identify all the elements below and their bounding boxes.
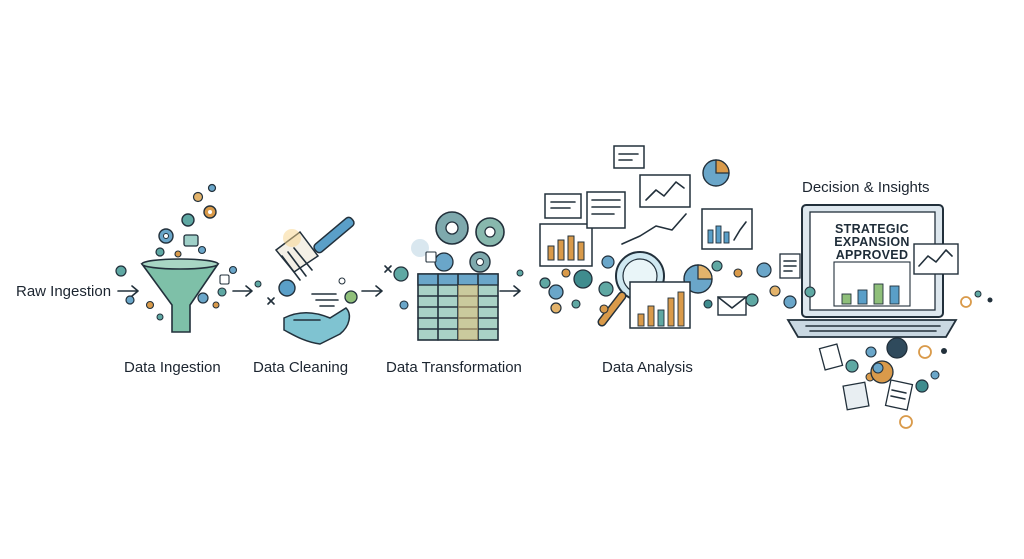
envelope-icon: [717, 296, 747, 316]
screen-headline: STRATEGIC EXPANSION APPROVED: [822, 223, 922, 262]
cleaning-particles: [254, 277, 358, 307]
analysis-particles: [539, 253, 801, 314]
stage-label-cleaning: Data Cleaning: [253, 359, 349, 376]
transform-particles: [384, 251, 524, 310]
hand-icon: [283, 307, 351, 345]
arrow-icon: [117, 285, 139, 297]
document-icon: [544, 145, 645, 229]
pie-chart-icon: [683, 159, 730, 294]
screen-line-3: APPROVED: [835, 248, 909, 262]
screen-line-1: STRATEGIC: [835, 222, 909, 236]
broom-icon: [274, 216, 355, 281]
bar-chart-icon: [629, 281, 691, 329]
funnel-icon: [140, 258, 220, 333]
stage-label-analysis: Data Analysis: [602, 359, 693, 376]
screen-line-2: EXPANSION: [834, 235, 910, 249]
stage-label-decision: Decision & Insights: [802, 179, 930, 196]
stage-label-ingestion: Data Ingestion: [124, 359, 221, 376]
decision-particles: [804, 286, 993, 429]
gear-icon: [411, 211, 505, 273]
bar-chart-icon: [539, 223, 593, 267]
line-chart-icon: [621, 174, 753, 250]
data-particles: [115, 234, 238, 321]
gear-icon: [158, 183, 217, 244]
spreadsheet-icon: [417, 273, 499, 341]
arrow-icon: [232, 285, 253, 297]
arrow-icon: [361, 285, 383, 297]
raw-ingestion-label: Raw Ingestion: [16, 283, 112, 300]
laptop-icon: [786, 204, 959, 338]
stage-label-transformation: Data Transformation: [386, 359, 522, 376]
arrow-icon: [499, 285, 521, 297]
